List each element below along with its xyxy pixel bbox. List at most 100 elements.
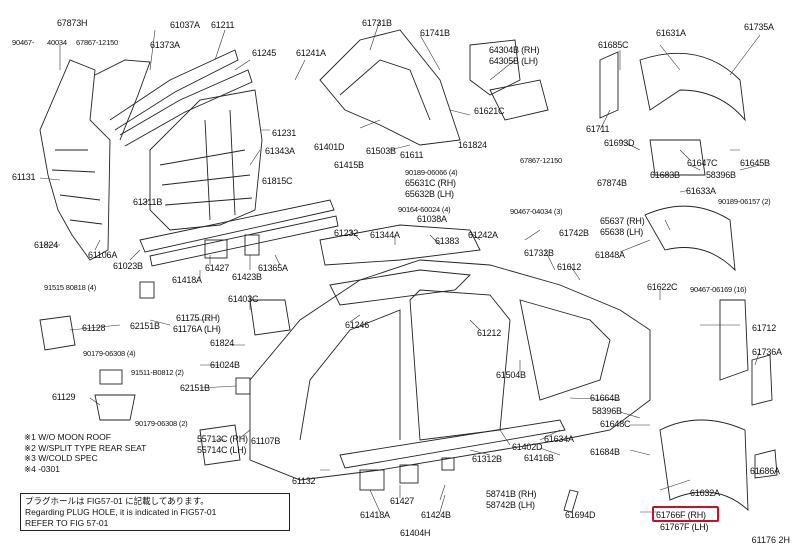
part-label: 61107B: [251, 436, 281, 446]
remark-english: Regarding PLUG HOLE, it is indicated in …: [25, 507, 217, 517]
part-label: 61176A (LH): [173, 324, 221, 334]
part-label: 61611: [400, 150, 424, 160]
fastener-label: 90467-: [12, 38, 35, 47]
part-label: 58742B (LH): [486, 500, 535, 510]
part-label: 61128: [82, 323, 106, 333]
part-label: 61401D: [314, 142, 345, 152]
part-label: 64304B (RH): [489, 45, 540, 55]
part-label: 61106A: [88, 250, 118, 260]
part-label: 61824: [34, 240, 59, 250]
fastener-label: 90467-06169 (16): [690, 285, 747, 294]
figure-number: 61176 2H: [751, 535, 790, 545]
part-label: 61683B: [650, 170, 680, 180]
part-label: 61631A: [656, 28, 686, 38]
part-label: 61344A: [370, 230, 400, 240]
part-label: 61711: [586, 124, 610, 134]
part-label: 61242A: [468, 230, 498, 240]
fastener-label: 91515 80818 (4): [44, 283, 97, 292]
part-label: 61023B: [113, 261, 143, 271]
part-label: 61415B: [334, 160, 364, 170]
part-label: 61373A: [150, 40, 180, 50]
part-label: 61232: [334, 228, 359, 238]
part-label: 61648C: [600, 419, 631, 429]
part-label: 61212: [477, 328, 502, 338]
part-label: 67873H: [57, 18, 88, 28]
part-label: 61246: [345, 320, 370, 330]
selected-part-highlight[interactable]: [652, 506, 719, 522]
fastener-label: 90189-06157 (2): [718, 197, 771, 206]
part-label: 64305B (LH): [489, 56, 538, 66]
part-label: 61365A: [258, 263, 288, 273]
part-label: 61647C: [687, 158, 718, 168]
part-label: 61427: [390, 496, 415, 506]
fastener-label: 90189-06066 (4): [405, 168, 458, 177]
part-label: 61731B: [362, 18, 392, 28]
fastener-label: 90179-06308 (4): [83, 349, 136, 358]
part-label: 61848A: [595, 250, 625, 260]
part-label: 61633A: [686, 186, 716, 196]
part-label: 161824: [458, 140, 487, 150]
fastener-label: 90467-04034 (3): [510, 207, 563, 216]
part-label: 62151B: [130, 321, 160, 331]
part-label: 58741B (RH): [486, 489, 537, 499]
fastener-label: 40034: [47, 38, 67, 47]
part-label: 61211: [211, 20, 235, 30]
part-label: 67874B: [597, 178, 627, 188]
part-label: 65638 (LH): [600, 227, 644, 237]
part-label: 61504B: [496, 370, 526, 380]
part-label: 61767F (LH): [660, 522, 709, 532]
part-label: 61423B: [232, 272, 262, 282]
part-label: 61634A: [544, 434, 574, 444]
part-label: 61684B: [590, 447, 620, 457]
part-label: 61427: [205, 263, 230, 273]
part-label: 58396B: [706, 170, 736, 180]
part-label: 61741B: [420, 28, 450, 38]
part-label: 61712: [752, 323, 777, 333]
remark-reference: REFER TO FIG 57-01: [25, 518, 109, 528]
part-label: 61403C: [228, 294, 259, 304]
part-label: 61024B: [210, 360, 240, 370]
footnote: ※2 W/SPLIT TYPE REAR SEAT: [24, 442, 147, 453]
part-label: 58396B: [592, 406, 622, 416]
fastener-label: 91511-B0812 (2): [131, 368, 184, 377]
part-label: 61612: [557, 262, 582, 272]
part-label: 55713C (RH): [197, 434, 248, 444]
part-label: 61424B: [421, 510, 451, 520]
footnote: ※3 W/COLD SPEC: [24, 453, 98, 463]
part-label: 61685C: [598, 40, 629, 50]
part-label: 65632B (LH): [405, 189, 454, 199]
part-label: 62151B: [180, 383, 210, 393]
fastener-label: 90164-60024 (4): [398, 205, 451, 214]
part-label: 61311B: [133, 197, 163, 207]
part-label: 61343A: [265, 146, 295, 156]
part-label: 61664B: [590, 393, 620, 403]
part-label: 61416B: [524, 453, 554, 463]
part-label: 61241A: [296, 48, 326, 58]
part-label: 61742B: [559, 228, 589, 238]
footnotes: ※1 W/O MOON ROOF ※2 W/SPLIT TYPE REAR SE…: [24, 432, 146, 474]
part-label: 61175 (RH): [176, 313, 220, 323]
part-label: 61815C: [262, 176, 293, 186]
part-label: 61732B: [524, 248, 554, 258]
part-label: 61402D: [512, 442, 543, 452]
part-label: 61645B: [740, 158, 770, 168]
part-label: 61404H: [400, 528, 431, 538]
part-label: 61503B: [366, 146, 396, 156]
part-label: 61686A: [750, 466, 780, 476]
part-label: 61736A: [752, 347, 782, 357]
part-label: 61693D: [604, 138, 635, 148]
part-label: 61312B: [472, 454, 502, 464]
remark-japanese: プラグホールは FIG57-01 に記載してあります。: [25, 496, 209, 506]
footnote: ※1 W/O MOON ROOF: [24, 432, 111, 442]
footnote: ※4 -0301: [24, 463, 60, 474]
part-label: 61824: [210, 338, 235, 348]
part-label: 61418A: [172, 275, 202, 285]
part-label: 61632A: [690, 488, 720, 498]
part-label: 65637 (RH): [600, 216, 645, 226]
part-label: 61129: [52, 392, 76, 402]
fastener-label: 90179-06308 (2): [135, 419, 188, 428]
part-label: 61132: [292, 476, 316, 486]
part-label: 61735A: [744, 22, 774, 32]
